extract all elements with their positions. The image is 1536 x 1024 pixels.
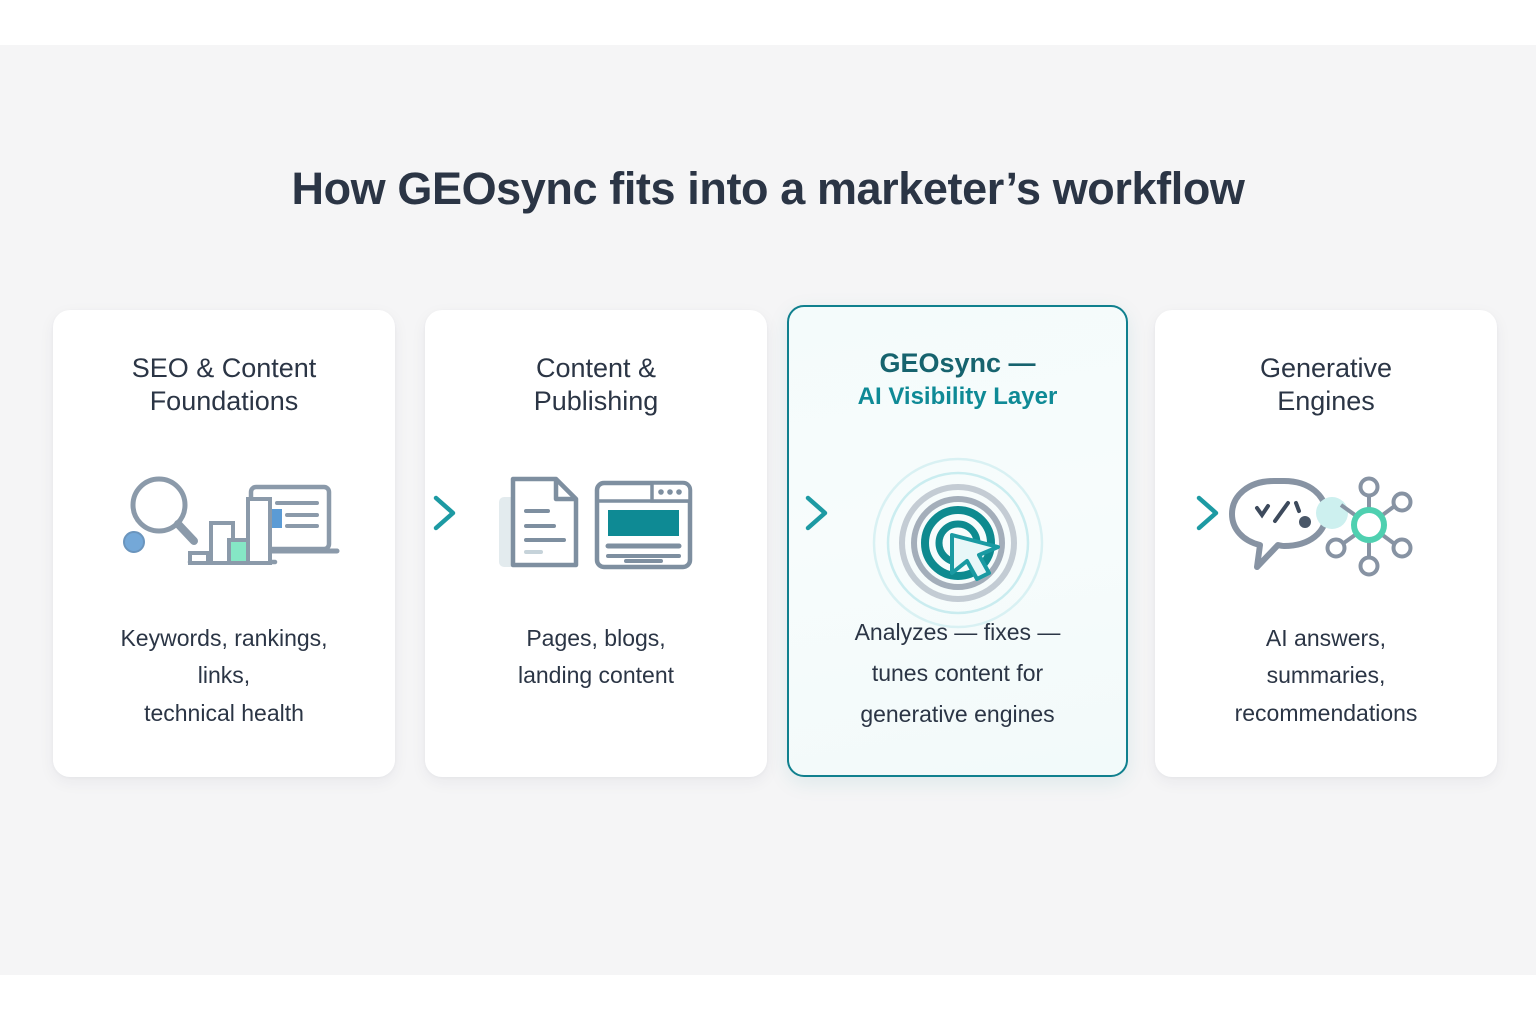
card-body: Analyzes — fixes — tunes content for gen… [854,619,1061,727]
card-title: SEO & Content Foundations [131,353,317,417]
card-seo-content-foundations[interactable]: SEO & Content Foundations [53,310,395,777]
card-content-publishing[interactable]: Content & Publishing [425,310,767,777]
document-browser-window-icon [425,460,767,590]
card-geosync-ai-visibility-layer[interactable]: GEOsync — AI Visibility Layer Analyzes —… [787,305,1128,777]
card-body: Keywords, rankings, links, technical hea… [120,625,328,726]
card-body: Pages, blogs, landing content [517,625,674,689]
card-title: Generative Engines [1259,353,1393,417]
card-body: AI answers, summaries, recommendations [1234,625,1418,726]
page-title: How GEOsync fits into a marketer’s workf… [291,163,1245,214]
magnifier-barchart-document-icon [53,460,395,590]
card-subtitle: AI Visibility Layer [857,383,1058,411]
radar-target-cursor-icon [789,457,1126,632]
card-generative-engines[interactable]: Generative Engines [1155,310,1497,777]
card-title: GEOsync — [879,348,1036,378]
card-title: Content & Publishing [533,353,659,417]
chat-bubble-network-icon [1155,460,1497,590]
